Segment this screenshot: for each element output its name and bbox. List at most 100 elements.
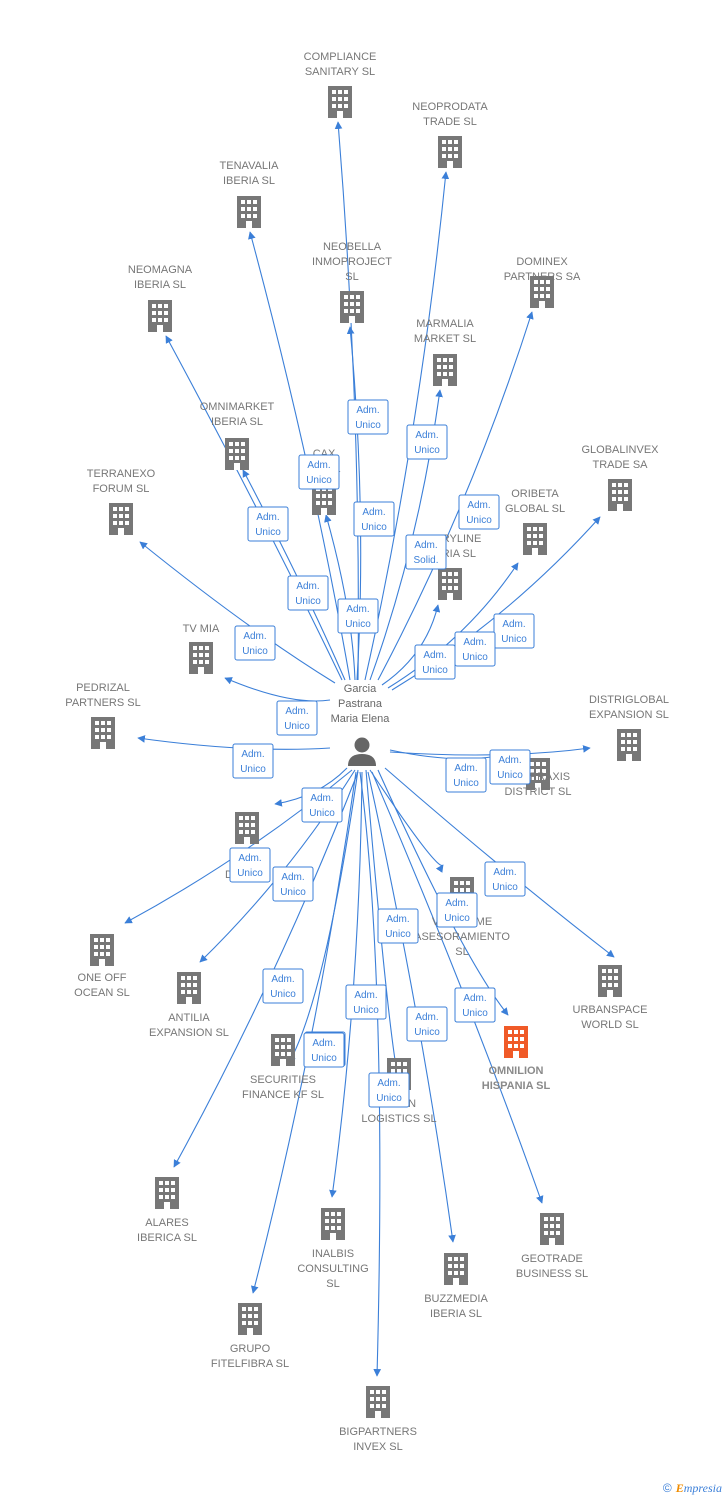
- relation-text-line: Adm.: [241, 749, 264, 760]
- relation-box: [406, 424, 448, 460]
- building-icon: [237, 196, 261, 228]
- building-icon: [433, 354, 457, 386]
- company-node[interactable]: URBANSPACE WORLD SL: [573, 965, 648, 1031]
- company-name-line: PARTNERS SL: [65, 697, 140, 709]
- relation-text-line: Adm.: [310, 793, 333, 804]
- relation-box: [377, 908, 419, 944]
- building-icon: [366, 1386, 390, 1418]
- building-icon: [148, 300, 172, 332]
- relation-text-line: Adm.: [502, 619, 525, 630]
- building-icon: [177, 972, 201, 1004]
- company-name-line: SL: [345, 271, 358, 283]
- company-name-line: IBERIA SL: [134, 279, 186, 291]
- relation-label: Adm. Unico: [489, 749, 531, 785]
- relation-edge: [288, 769, 359, 1064]
- company-name-line: OMNIMARKET: [200, 401, 275, 413]
- company-name-line: IBERIA SL: [223, 175, 275, 187]
- relation-label: Adm.Unico: [234, 625, 276, 661]
- company-name-line: SL: [455, 946, 468, 958]
- relation-text-line: Adm.: [414, 540, 437, 551]
- relation-text-line: Adm.: [415, 1012, 438, 1023]
- company-name-line: IBERICA SL: [137, 1232, 197, 1244]
- relation-labels-layer: Adm.UnicoAdm.UnicoAdm.UnicoAdm.UnicoAdm.…: [229, 399, 535, 1108]
- relation-text-line: Unico: [497, 770, 523, 781]
- company-name-line: GEOTRADE: [521, 1253, 583, 1265]
- relation-box: [232, 743, 274, 779]
- relation-label: Adm.Unico: [377, 908, 419, 944]
- relation-box: [484, 861, 526, 897]
- company-name-line: BUSINESS SL: [516, 1268, 588, 1280]
- person-icon: [348, 737, 376, 766]
- relation-label: Adm.Unico: [247, 506, 289, 542]
- company-name-line: MARMALIA: [416, 318, 474, 330]
- relation-box: [337, 598, 379, 634]
- company-name-line: COMPLIANCE: [304, 51, 377, 63]
- relation-label: Adm.Unico: [445, 757, 487, 793]
- relation-label: Adm.Unico: [406, 1006, 448, 1042]
- relation-label: Adm. Unico: [484, 861, 526, 897]
- relation-box: [445, 757, 487, 793]
- relation-text-line: Solid.: [413, 555, 438, 566]
- company-node[interactable]: TERRANEXO FORUM SL: [87, 468, 156, 535]
- person-name-line: Pastrana: [338, 698, 383, 710]
- company-name-line: DOMINEX: [516, 256, 568, 268]
- edges-layer: [124, 121, 615, 1377]
- building-icon: [321, 1208, 345, 1240]
- relation-text-line: Adm.: [354, 990, 377, 1001]
- company-node[interactable]: GEOTRADE BUSINESS SL: [516, 1213, 588, 1280]
- company-name-line: LOGISTICS SL: [361, 1113, 436, 1125]
- relation-text-line: Adm.: [493, 867, 516, 878]
- building-icon: [540, 1213, 564, 1245]
- relation-box: [247, 506, 289, 542]
- company-name-line: TERRANEXO: [87, 468, 156, 480]
- relation-edge: [359, 771, 382, 1377]
- building-icon: [444, 1253, 468, 1285]
- company-node[interactable]: TV MIA: [183, 623, 220, 674]
- relation-box: [458, 494, 500, 530]
- relation-text-line: Unico: [361, 522, 387, 533]
- relation-box: [406, 1006, 448, 1042]
- person-node[interactable]: Garcia Pastrana Maria Elena: [331, 683, 391, 766]
- company-name-line: FINANCE KF SL: [242, 1089, 324, 1101]
- building-icon: [238, 1303, 262, 1335]
- relation-text-line: Adm.: [498, 755, 521, 766]
- company-name-line: NEOPRODATA: [412, 101, 488, 113]
- company-name-line: WORLD SL: [581, 1019, 638, 1031]
- relation-box: [454, 987, 496, 1023]
- relation-text-line: Unico: [492, 882, 518, 893]
- company-name-line: FORUM SL: [93, 483, 150, 495]
- company-name-line: URBANSPACE: [573, 1004, 648, 1016]
- building-icon: [438, 136, 462, 168]
- relation-text-line: Unico: [422, 665, 448, 676]
- company-name-line: GLOBALINVEX: [581, 444, 659, 456]
- relation-text-line: Adm.: [377, 1078, 400, 1089]
- company-name-line: ONE OFF: [78, 972, 127, 984]
- brand-logo-initial: E: [675, 1481, 684, 1495]
- relation-text-line: Unico: [355, 420, 381, 431]
- relation-edge: [139, 541, 336, 684]
- company-name-line: CONSULTING: [297, 1263, 368, 1275]
- relation-label: Adm.Unico: [303, 1032, 345, 1068]
